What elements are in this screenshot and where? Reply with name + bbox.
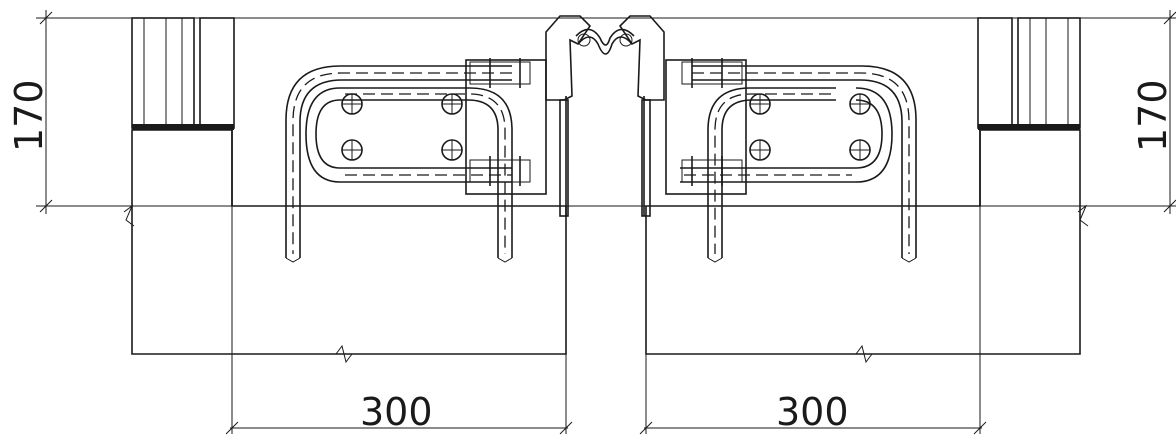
right-bolts bbox=[749, 93, 871, 161]
dimension-height-right: 170 bbox=[1131, 79, 1175, 152]
dimension-height-left: 170 bbox=[7, 79, 51, 152]
right-pavement-layers bbox=[977, 17, 1081, 130]
right-edge-profile bbox=[618, 15, 665, 217]
dimension-width-right: 300 bbox=[776, 390, 849, 434]
left-anchor-loop bbox=[285, 65, 513, 263]
left-pavement-layers bbox=[131, 17, 235, 130]
left-edge-profile bbox=[545, 15, 592, 217]
left-concrete-slab bbox=[123, 129, 567, 364]
left-bolts bbox=[341, 93, 463, 161]
dimension-width-left: 300 bbox=[360, 390, 433, 434]
left-anchor-plate bbox=[465, 58, 547, 195]
right-anchor-loop bbox=[680, 65, 917, 263]
rubber-seal-strip bbox=[575, 28, 635, 55]
right-anchor-plate bbox=[665, 58, 747, 195]
dimension-lines bbox=[36, 10, 1176, 435]
right-concrete-slab bbox=[645, 129, 1089, 364]
